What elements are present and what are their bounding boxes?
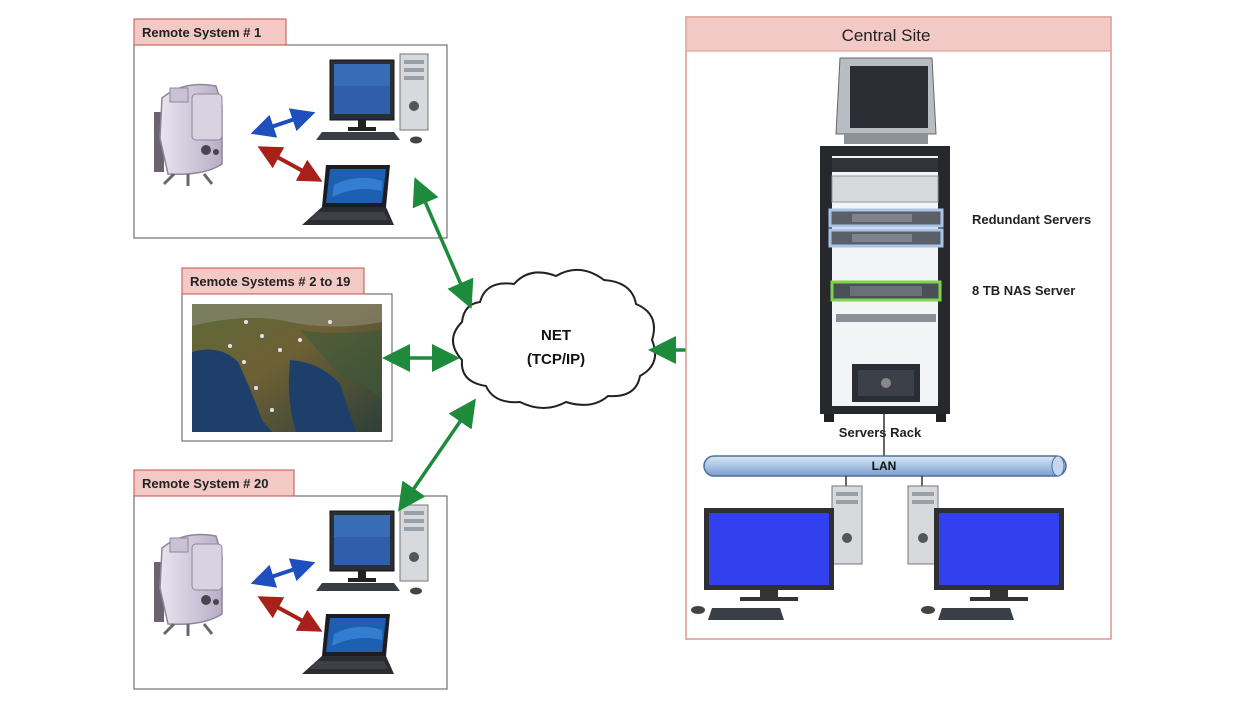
blue-link-arrow xyxy=(250,108,316,138)
central-site-title: Central Site xyxy=(842,26,931,45)
server-rack-icon xyxy=(820,57,950,422)
blue-link-arrow xyxy=(250,558,316,588)
lan-bus-icon: LAN xyxy=(703,455,1067,477)
remote-system-20-panel: Remote System # 20 xyxy=(133,469,448,690)
cloud-icon: NET (TCP/IP) xyxy=(452,269,656,409)
net-label: NET xyxy=(541,327,571,344)
remote-systems-2-19-label: Remote Systems # 2 to 19 xyxy=(190,274,350,289)
link-remote-1 xyxy=(412,177,474,309)
central-site-panel: Central Site xyxy=(685,16,1112,640)
remote-system-20-label: Remote System # 20 xyxy=(142,476,268,491)
tcp-ip-label: (TCP/IP) xyxy=(527,351,585,368)
redundant-servers-label: Redundant Servers xyxy=(972,212,1091,227)
servers-rack-label: Servers Rack xyxy=(839,425,922,440)
link-remote-20 xyxy=(398,398,476,512)
remote-system-1-label: Remote System # 1 xyxy=(142,25,261,40)
remote-system-1-panel: Remote System # 1 xyxy=(133,18,448,239)
red-link-arrow xyxy=(257,596,323,632)
lan-label: LAN xyxy=(872,459,897,473)
map-image xyxy=(192,304,382,432)
workstation-icon xyxy=(907,485,1064,620)
workstation-icon xyxy=(691,485,863,620)
remote-systems-2-19-panel: Remote Systems # 2 to 19 xyxy=(181,267,393,442)
red-link-arrow xyxy=(257,146,323,182)
nas-server-label: 8 TB NAS Server xyxy=(972,283,1075,298)
